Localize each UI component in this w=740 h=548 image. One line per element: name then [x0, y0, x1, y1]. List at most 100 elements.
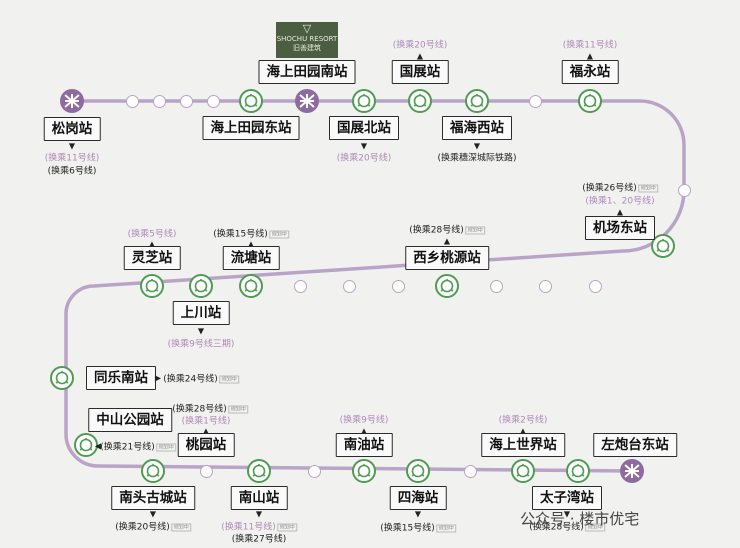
transfer-station-icon [189, 274, 213, 298]
arrow-up-icon: ▲ [247, 239, 255, 249]
transfer-note-tongle-text: (换乘24号线) [163, 374, 218, 385]
transfer-note-nanshan-b: (换乘27号线) [231, 534, 287, 545]
station-label-fuhaixi: 福海西站 [442, 116, 512, 140]
transfer-note-zhongshan: (换乘21号线)规划中 [100, 440, 176, 453]
transfer-note-sihai: (换乘15号线)规划中 [380, 521, 456, 534]
transfer-station-icon [74, 433, 98, 457]
plan-tag: 规划中 [436, 524, 456, 533]
metro-logo-icon [620, 459, 644, 483]
transfer-note-taoyuan-a: (换乘28号线)规划中 [172, 402, 248, 415]
transfer-note-shangchuan: (换乘9号线三期) [167, 339, 235, 350]
watermark: 公众号 · 楼市优宅 [520, 510, 640, 528]
transfer-note-nantou-text: (换乘20号线) [115, 522, 170, 533]
arrow-up-icon: ▲ [519, 426, 527, 436]
arrow-left-icon: ◀ [94, 441, 102, 451]
arrow-down-icon: ▼ [149, 509, 157, 519]
station-label-xixiang-taoyuan: 西乡桃源站 [405, 246, 489, 270]
transfer-note-nanshan-a: (换乘11号线)规划中 [221, 520, 297, 533]
transfer-note-jichang-a-text: (换乘26号线) [582, 183, 637, 194]
transfer-note-nantou: (换乘20号线)规划中 [115, 520, 191, 533]
station-node [528, 94, 542, 108]
transfer-station-icon [566, 459, 590, 483]
arrow-down-icon: ▼ [414, 509, 422, 519]
resort-logo: ▽ SHOCHU RESORT 旧善建筑 [276, 22, 338, 58]
station-node [179, 94, 193, 108]
station-label-zuopaotai-dong: 左炮台东站 [593, 433, 677, 457]
transfer-station-icon [141, 459, 165, 483]
transfer-note-taiziwan: (换乘28号线)规划中 [529, 520, 605, 533]
arrow-down-icon: ▼ [563, 509, 571, 519]
station-node [489, 279, 503, 293]
transfer-station-icon [651, 234, 675, 258]
transfer-station-icon [140, 274, 164, 298]
arrow-down-icon: ▼ [473, 141, 481, 151]
logo-line1: SHOCHU RESORT [276, 35, 338, 43]
route-path [64, 99, 686, 473]
transfer-note-guozhan: (换乘20号线) [392, 40, 448, 51]
transfer-station-icon [247, 459, 271, 483]
station-label-taiziwan: 太子湾站 [532, 486, 602, 510]
transfer-station-icon [406, 459, 430, 483]
station-label-tongle-nan: 同乐南站 [86, 366, 156, 390]
metro-logo-icon [295, 89, 319, 113]
station-label-taoyuan: 桃园站 [177, 433, 235, 457]
station-node [342, 279, 356, 293]
transfer-station-icon [511, 459, 535, 483]
arrow-up-icon: ▲ [443, 236, 451, 246]
arrow-up-icon: ▲ [416, 51, 424, 61]
transfer-station-icon [50, 366, 74, 390]
transfer-note-fuhaixi: (换乘穗深城际铁路) [437, 153, 517, 164]
station-node [588, 279, 602, 293]
plan-tag: 规划中 [277, 523, 297, 532]
transfer-station-icon [578, 89, 602, 113]
transfer-station-icon [352, 89, 376, 113]
transfer-note-sihai-text: (换乘15号线) [380, 523, 435, 534]
transfer-station-icon [239, 89, 263, 113]
transfer-note-xixiang: (换乘28号线)规划中 [409, 223, 485, 236]
transfer-note-haishang-shijie: (换乘2号线) [498, 415, 548, 426]
transfer-note-zhongshan-text: (换乘21号线) [100, 442, 155, 453]
transfer-station-icon [239, 274, 263, 298]
transfer-note-taoyuan-a-text: (换乘28号线) [172, 404, 227, 415]
transfer-station-icon [435, 274, 459, 298]
arrow-down-icon: ▼ [68, 141, 76, 151]
plan-tag: 规划中 [585, 523, 605, 532]
station-node [463, 464, 477, 478]
transfer-note-nanyou: (换乘9号线) [339, 415, 389, 426]
station-node [538, 279, 552, 293]
station-label-nantou-gucheng: 南头古城站 [111, 486, 195, 510]
station-label-shangchuan: 上川站 [172, 301, 230, 325]
station-label-haishang-shijie: 海上世界站 [481, 433, 565, 457]
station-label-jichangdong: 机场东站 [585, 216, 655, 240]
arrow-down-icon: ▼ [360, 141, 368, 151]
transfer-note-lingzhi: (换乘5号线) [127, 229, 177, 240]
station-label-haishangtianyuan-dong: 海上田园东站 [202, 116, 300, 140]
station-label-guozhan: 国展站 [391, 60, 449, 84]
transfer-note-liutang: (换乘15号线)规划中 [213, 227, 289, 240]
station-label-zhongshan-park: 中山公园站 [88, 408, 172, 432]
transfer-note-guozhanbei: (换乘20号线) [336, 153, 392, 164]
station-label-sihai: 四海站 [389, 486, 447, 510]
station-label-guozhanbei: 国展北站 [329, 116, 399, 140]
transfer-note-xixiang-text: (换乘28号线) [409, 225, 464, 236]
transfer-note-taoyuan-b: (换乘1号线) [181, 416, 231, 427]
station-label-lingzhi: 灵芝站 [123, 246, 181, 270]
arrow-up-icon: ▲ [148, 239, 156, 249]
plan-tag: 规划中 [269, 230, 289, 239]
plan-tag: 规划中 [638, 184, 658, 193]
plan-tag: 规划中 [156, 443, 176, 452]
metro-logo-icon [60, 89, 84, 113]
logo-line2: 旧善建筑 [293, 44, 321, 52]
station-label-nanyou: 南油站 [335, 433, 393, 457]
station-label-songgang: 松岗站 [43, 117, 101, 141]
transfer-note-songgang-b: (换乘6号线) [47, 166, 97, 177]
arrow-up-icon: ▲ [586, 51, 594, 61]
station-node [152, 94, 166, 108]
transfer-note-jichang-a: (换乘26号线)规划中 [582, 181, 658, 194]
arrow-up-icon: ▲ [360, 426, 368, 436]
transfer-note-taiziwan-text: (换乘28号线) [529, 522, 584, 533]
station-node [199, 464, 213, 478]
arrow-up-icon: ▲ [616, 207, 624, 217]
station-label-fuyong: 福永站 [561, 60, 619, 84]
